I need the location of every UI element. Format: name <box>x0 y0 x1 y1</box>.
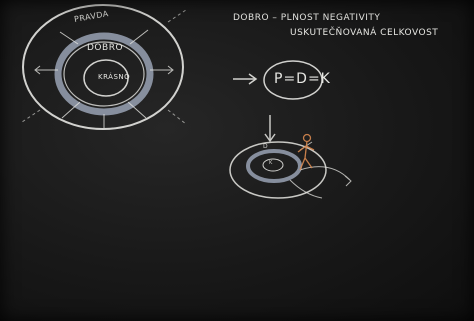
equation-circle <box>263 60 323 100</box>
inner-circle <box>83 59 129 97</box>
small-inner-ring <box>262 158 284 172</box>
equation-text: P=D=K <box>274 71 331 87</box>
small-diagram-label-k: K <box>269 160 273 166</box>
small-middle-ring <box>246 149 302 183</box>
middle-ring <box>54 32 154 116</box>
outer-dashed-arrows <box>21 9 187 125</box>
middle-ring-inner-edge <box>63 41 145 107</box>
inner-label: KRÁSNO <box>98 73 131 81</box>
stick-figure <box>297 133 315 171</box>
small-diagram-label-d: D <box>263 143 269 150</box>
implies-arrow <box>233 73 258 85</box>
small-diagram-arrows <box>289 141 352 199</box>
outer-ring <box>22 4 184 130</box>
small-outer-ring <box>229 141 327 199</box>
heading-line-2: USKUTEČŇOVANÁ CELKOVOST <box>290 28 439 38</box>
radial-arrows <box>34 29 174 128</box>
heading-line-1: DOBRO – PLNOST NEGATIVITY <box>233 13 381 23</box>
down-arrow <box>264 115 276 143</box>
middle-ring-label: DOBRO <box>87 43 124 53</box>
